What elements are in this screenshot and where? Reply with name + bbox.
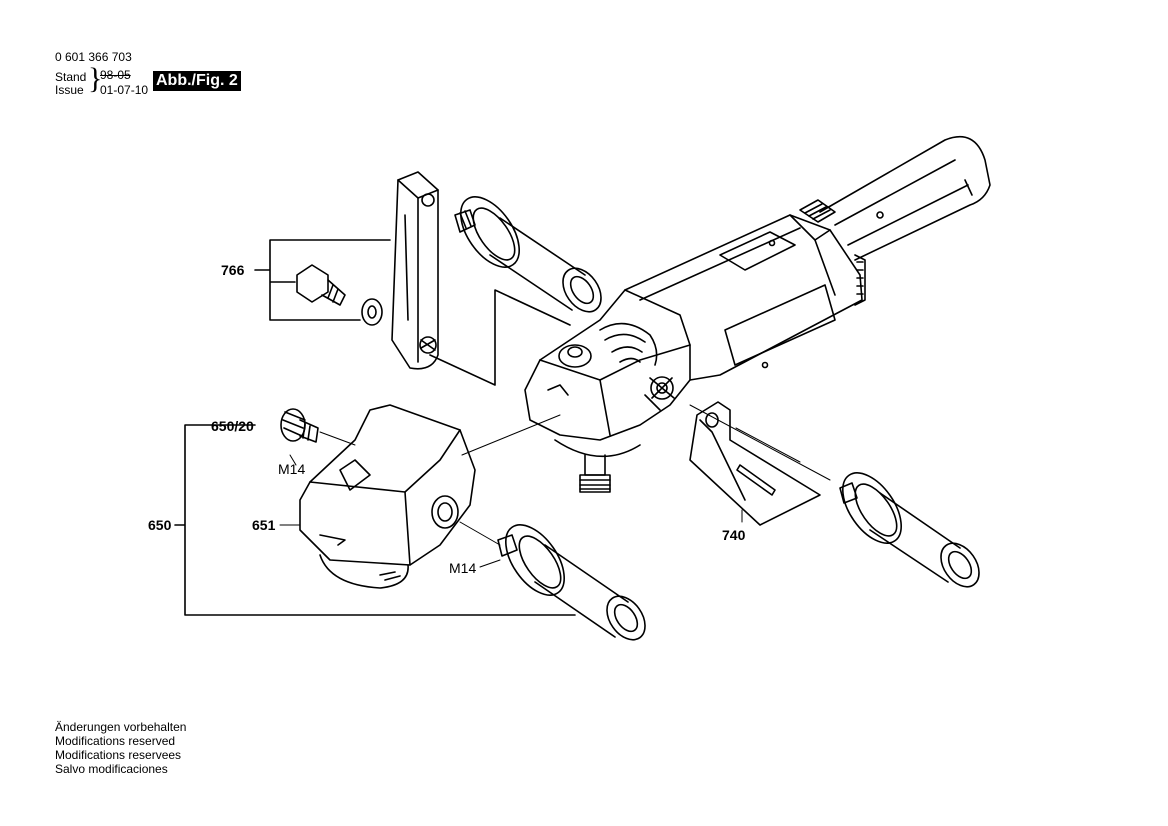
- stand-date: 98-05: [100, 68, 131, 82]
- callout-740: 740: [722, 527, 746, 543]
- side-handle-lower: [497, 524, 646, 641]
- callout-651: 651: [252, 517, 276, 533]
- footer-notes: Änderungen vorbehalten Modifications res…: [55, 720, 186, 776]
- footer-line-de: Änderungen vorbehalten: [55, 720, 187, 734]
- callout-m14-lower: M14: [449, 560, 477, 576]
- bracket-740: [689, 401, 821, 526]
- footer-line-en: Modifications reserved: [55, 734, 176, 748]
- side-handle-top: [454, 196, 602, 313]
- clamp-knob-650-20: [280, 408, 319, 443]
- callout-650-20: 650/20: [211, 418, 254, 434]
- footer-line-fr: Modifications reservees: [55, 748, 182, 762]
- callout-766: 766: [221, 262, 245, 278]
- side-handle-right: [839, 472, 980, 588]
- part-number: 0 601 366 703: [55, 50, 132, 64]
- angle-grinder-body: [524, 135, 991, 493]
- guard-651: [299, 404, 476, 589]
- bracket-766: [296, 171, 439, 370]
- footer-line-es: Salvo modificaciones: [55, 762, 168, 776]
- stand-label: Stand: [55, 70, 87, 84]
- issue-label: Issue: [55, 83, 84, 97]
- brace-icon: }: [88, 62, 103, 95]
- figure-badge: Abb./Fig. 2: [153, 71, 241, 91]
- callout-m14-upper: M14: [278, 461, 306, 477]
- callout-650: 650: [148, 517, 172, 533]
- issue-date: 01-07-10: [100, 83, 149, 97]
